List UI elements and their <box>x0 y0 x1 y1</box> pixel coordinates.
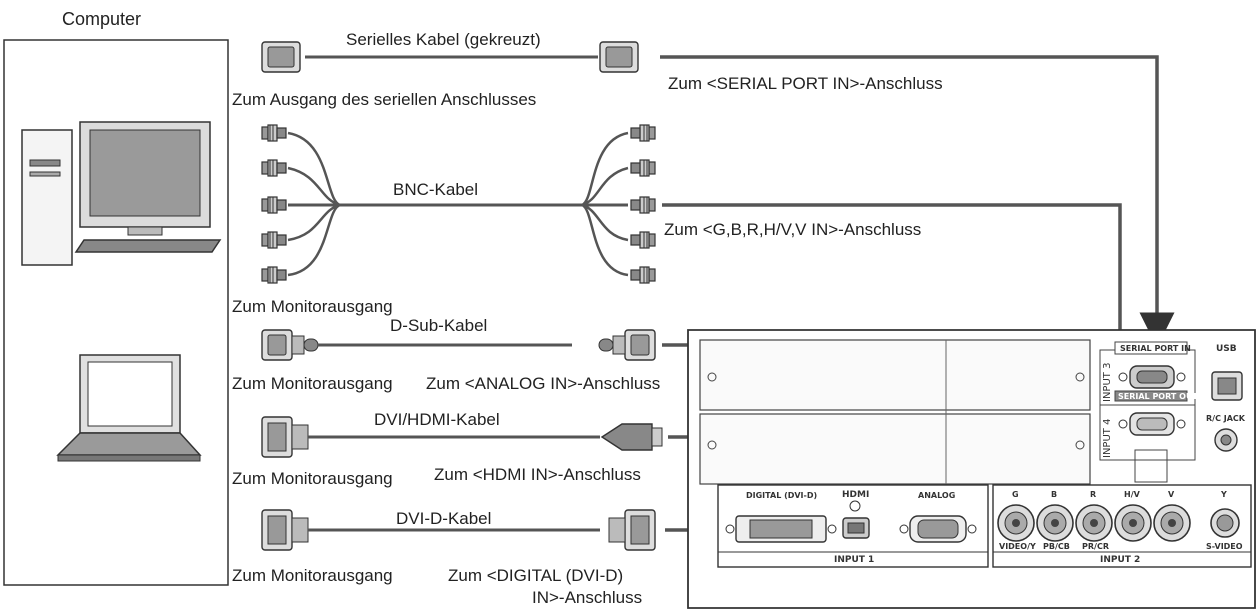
bnc-hv-label: H/V <box>1124 490 1140 499</box>
computer-box <box>3 39 229 586</box>
input1-label: INPUT 1 <box>834 555 875 565</box>
dvid-cable-target-line1: Zum <DIGITAL (DVI-D) <box>448 566 624 585</box>
svideo-label: S-VIDEO <box>1206 542 1243 551</box>
bnc-pr-label: PR/CR <box>1082 542 1109 551</box>
bnc-cable-source: Zum Monitorausgang <box>232 297 393 316</box>
serial-port-in-label: SERIAL PORT IN <box>1120 344 1191 353</box>
digital-dvi-label: DIGITAL (DVI-D) <box>746 491 818 500</box>
bnc-r-label: R <box>1090 490 1097 499</box>
serial-cable-target: Zum <SERIAL PORT IN>-Anschluss <box>668 74 943 93</box>
bnc-cable-target: Zum <G,B,R,H/V,V IN>-Anschluss <box>664 220 922 239</box>
bnc-v-label: V <box>1168 490 1175 499</box>
serial-cable-name: Serielles Kabel (gekreuzt) <box>346 30 541 49</box>
dvihdmi-cable-source: Zum Monitorausgang <box>232 469 393 488</box>
input3-label: INPUT 3 <box>1102 362 1113 402</box>
rc-jack-label: R/C JACK <box>1206 414 1245 423</box>
bnc-cable-name: BNC-Kabel <box>393 180 479 199</box>
dvi-d-port <box>725 515 837 543</box>
serial-port-in <box>1118 365 1186 389</box>
analog-port <box>899 515 977 543</box>
hdmi-port <box>842 500 870 539</box>
dvihdmi-cable-target: Zum <HDMI IN>-Anschluss <box>434 465 641 484</box>
serial-cable <box>261 41 1175 348</box>
bnc-video-y-label: VIDEO/Y <box>999 542 1036 551</box>
dvid-cable <box>261 509 742 551</box>
dvid-cable-source: Zum Monitorausgang <box>232 566 393 585</box>
dsub-cable-target: Zum <ANALOG IN>-Anschluss <box>426 374 661 393</box>
dsub-cable-source: Zum Monitorausgang <box>232 374 393 393</box>
y-label: Y <box>1221 490 1227 499</box>
computer-title: Computer <box>62 9 142 29</box>
bnc-b-label: B <box>1051 490 1058 499</box>
serial-port-out <box>1118 412 1186 436</box>
bnc-ports <box>997 504 1191 542</box>
input4-label: INPUT 4 <box>1102 418 1113 458</box>
input2-label: INPUT 2 <box>1100 555 1141 565</box>
dsub-cable-name: D-Sub-Kabel <box>390 316 488 335</box>
bnc-pb-label: PB/CB <box>1043 542 1070 551</box>
hdmi-label: HDMI <box>842 490 870 500</box>
dvid-cable-name: DVI-D-Kabel <box>396 509 492 528</box>
dvid-cable-target-line2: IN>-Anschluss <box>532 588 643 607</box>
bnc-g-label: G <box>1012 490 1019 499</box>
svideo-port <box>1210 508 1240 538</box>
usb-label: USB <box>1216 344 1237 354</box>
desktop-computer-icon <box>21 121 222 266</box>
analog-label: ANALOG <box>918 491 956 500</box>
laptop-icon <box>56 354 202 462</box>
projector-panel <box>687 329 1256 609</box>
serial-cable-source: Zum Ausgang des seriellen Anschlusses <box>232 90 537 109</box>
dvihdmi-cable-name: DVI/HDMI-Kabel <box>374 410 500 429</box>
serial-port-out-label: SERIAL PORT OUT <box>1118 392 1198 401</box>
